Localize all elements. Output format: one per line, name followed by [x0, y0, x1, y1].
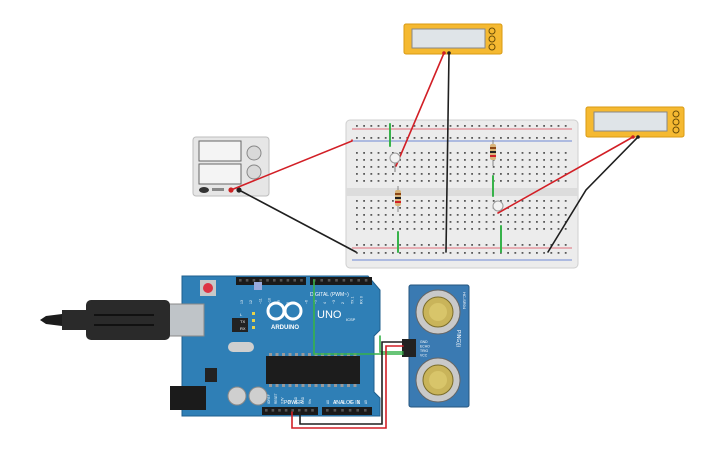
- wire-meter-top-negative: [445, 52, 450, 253]
- pin-label: ~9: [277, 300, 281, 304]
- wire-trig-echo: [313, 279, 404, 355]
- wire-supply-negative: [238, 189, 357, 253]
- wires[interactable]: [230, 52, 639, 429]
- pin-label: Vin: [308, 399, 312, 404]
- multimeter-right[interactable]: [585, 106, 685, 139]
- sensor-model-label: HC-SR04: [462, 292, 467, 310]
- pin-label: RESET: [274, 393, 278, 404]
- pin-label: 3.3V: [281, 397, 285, 404]
- usb-cable-icon: [40, 300, 170, 340]
- pin-label: A5: [364, 400, 368, 404]
- pin-label: ~3: [332, 300, 336, 304]
- wire-supply-positive: [230, 139, 353, 191]
- led-1[interactable]: [389, 152, 401, 172]
- wire-meter-right-positive: [497, 136, 634, 214]
- breadboard-holes: [356, 125, 567, 254]
- pin-label: 12: [249, 300, 253, 304]
- resistor-1[interactable]: [395, 186, 401, 212]
- pin-label: ~10: [268, 298, 272, 304]
- pin-label: 5V: [287, 399, 291, 404]
- pin-label: 13: [240, 300, 244, 304]
- breadboard[interactable]: [345, 119, 579, 269]
- pin-label: 4: [323, 302, 327, 304]
- pin-label: ~11: [258, 298, 262, 304]
- pin-label: A1: [334, 400, 338, 404]
- pin-label: 8: [286, 302, 290, 304]
- resistor-2[interactable]: [490, 140, 496, 166]
- usb-port-icon: [167, 303, 205, 337]
- wire-gnd: [299, 341, 404, 425]
- pin-label: 7: [295, 302, 299, 304]
- pin-label: 2: [341, 302, 345, 304]
- analog-header-label: ANALOG IN: [333, 400, 361, 406]
- power-jack-icon: [170, 386, 206, 410]
- pin-label: RX 0: [360, 296, 364, 304]
- power-supply[interactable]: [192, 136, 270, 197]
- pin-label: A4: [356, 400, 360, 404]
- wire-5v: [291, 345, 404, 429]
- pin-label: A3: [349, 400, 353, 404]
- pin-label: TX 1: [350, 297, 354, 304]
- sensor-pin-label: ECHO: [420, 345, 430, 349]
- arduino-brand-label: ARDUINO: [271, 325, 299, 331]
- power-header-label: POWER: [284, 400, 303, 406]
- sensor-pin-label: TRIG: [420, 349, 428, 353]
- multimeter-top[interactable]: [403, 23, 503, 55]
- pin-label: A2: [341, 400, 345, 404]
- wire-meter-top-positive: [395, 52, 445, 167]
- arduino-model-label: UNO: [317, 309, 342, 321]
- tx-led-label: TX: [240, 319, 245, 324]
- sensor-pin-label: VCC: [420, 354, 428, 358]
- arduino-logo-icon: [266, 301, 303, 321]
- wire-meter-right-negative: [547, 136, 639, 253]
- icsp-label: ICSP: [346, 317, 356, 322]
- digital-header-label: DIGITAL (PWM~): [310, 292, 349, 298]
- pin-label: IOREF: [267, 394, 271, 404]
- pin-label: ~5: [314, 300, 318, 304]
- arduino-uno-board[interactable]: ARDUINO UNO DIGITAL (PWM~) POWER ANALOG …: [167, 275, 381, 417]
- rx-led-label: RX: [240, 326, 246, 331]
- sensor-brand-label: PING))): [455, 330, 461, 348]
- pin-label: GND: [294, 396, 298, 404]
- led-2[interactable]: [492, 200, 504, 212]
- pin-label: A0: [326, 400, 330, 404]
- sensor-pin-label: GND: [420, 340, 428, 344]
- pin-label: ~6: [304, 300, 308, 304]
- l-led-label: L: [240, 312, 243, 317]
- pin-label: GND: [301, 396, 305, 404]
